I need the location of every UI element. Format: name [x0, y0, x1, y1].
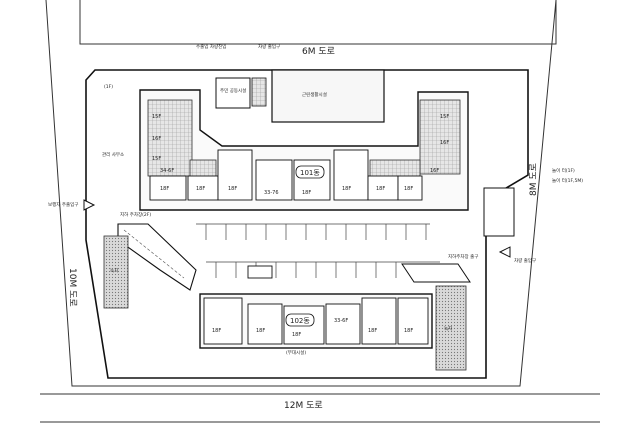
shop-label: 근린생활시설	[302, 91, 327, 98]
bottom-unit-labels: 18F 18F 18F 33-6F 18F 18F	[212, 318, 413, 338]
east-entry2-label: 차량 출입구	[514, 257, 536, 264]
left-gate-label: (1F)	[104, 84, 113, 90]
parking-stalls-bottom	[206, 261, 440, 278]
building-101-label: 101동	[300, 169, 320, 177]
top-unit-labels: 18F 18F 18F 33-76 18F 18F 18F 18F	[160, 186, 413, 196]
west-entry-label: 보행자 주출입구	[48, 201, 78, 208]
svg-text:18F: 18F	[228, 186, 237, 192]
bottom-small-label: (부대시설)	[286, 349, 306, 356]
community-label: 주민 공동시설	[220, 87, 246, 94]
bottom-unit-boxes	[203, 297, 429, 345]
svg-text:16F: 16F	[440, 140, 449, 146]
svg-text:18F: 18F	[292, 332, 301, 338]
road-west-label: 10M 도로	[67, 268, 77, 307]
road-south-label: 12M 도로	[284, 401, 323, 411]
road-north-label: 6M 도로	[302, 47, 335, 57]
site-boundary	[85, 69, 529, 379]
road-east-label: 8M 도로	[529, 163, 539, 196]
east-entry-label: 지하주차장 출구	[448, 253, 478, 260]
left-green-label: 녹지	[110, 267, 118, 274]
right-green-label: 녹지	[444, 325, 452, 332]
svg-text:18F: 18F	[302, 190, 311, 196]
east-entry-ramp	[401, 263, 471, 283]
east-entry-arrow	[498, 246, 511, 258]
right-green-area	[435, 285, 467, 371]
svg-text:33-6F: 33-6F	[334, 318, 348, 324]
svg-text:15F: 15F	[440, 114, 449, 120]
road-edges	[40, 0, 600, 423]
svg-text:18F: 18F	[196, 186, 205, 192]
top-entry-label-2: 차량 출입구	[258, 43, 280, 50]
top-unit-boxes	[149, 149, 423, 201]
ramp-label: 지하 주차장(2F)	[120, 211, 151, 218]
svg-text:18F: 18F	[342, 186, 351, 192]
east-label-2: 놀이 터(1F,5M)	[552, 177, 583, 184]
svg-text:15F: 15F	[152, 156, 161, 162]
building-102-label: 102동	[290, 317, 310, 325]
svg-text:33-76: 33-76	[264, 190, 279, 196]
left-tower-hatch	[147, 99, 193, 177]
stair-block	[251, 77, 267, 107]
left-facility-label: 관리 사무소	[102, 151, 124, 158]
svg-text:18F: 18F	[404, 186, 413, 192]
small-kiosk	[247, 265, 273, 279]
left-green-area	[103, 235, 129, 309]
svg-text:16F: 16F	[152, 136, 161, 142]
east-parking-ramp	[483, 187, 515, 237]
svg-text:18F: 18F	[368, 328, 377, 334]
west-entry-arrow	[83, 199, 96, 211]
left-tower-labels: 15F 16F 15F 34-6F	[152, 114, 174, 174]
right-tower-labels: 15F 16F 16F	[430, 114, 449, 174]
svg-text:15F: 15F	[152, 114, 161, 120]
svg-text:18F: 18F	[376, 186, 385, 192]
svg-text:18F: 18F	[212, 328, 221, 334]
parking-ramp	[117, 223, 197, 291]
svg-text:18F: 18F	[256, 328, 265, 334]
commercial-building	[271, 69, 385, 123]
svg-text:34-6F: 34-6F	[160, 168, 174, 174]
svg-text:18F: 18F	[160, 186, 169, 192]
svg-text:16F: 16F	[430, 168, 439, 174]
top-entry-label-1: 주출입 차량진입	[196, 43, 226, 50]
east-label-1: 놀이 터(1F)	[552, 167, 575, 174]
parking-stalls-top	[196, 223, 430, 240]
svg-text:18F: 18F	[404, 328, 413, 334]
right-tower-hatch	[419, 99, 461, 175]
community-building	[215, 77, 251, 109]
